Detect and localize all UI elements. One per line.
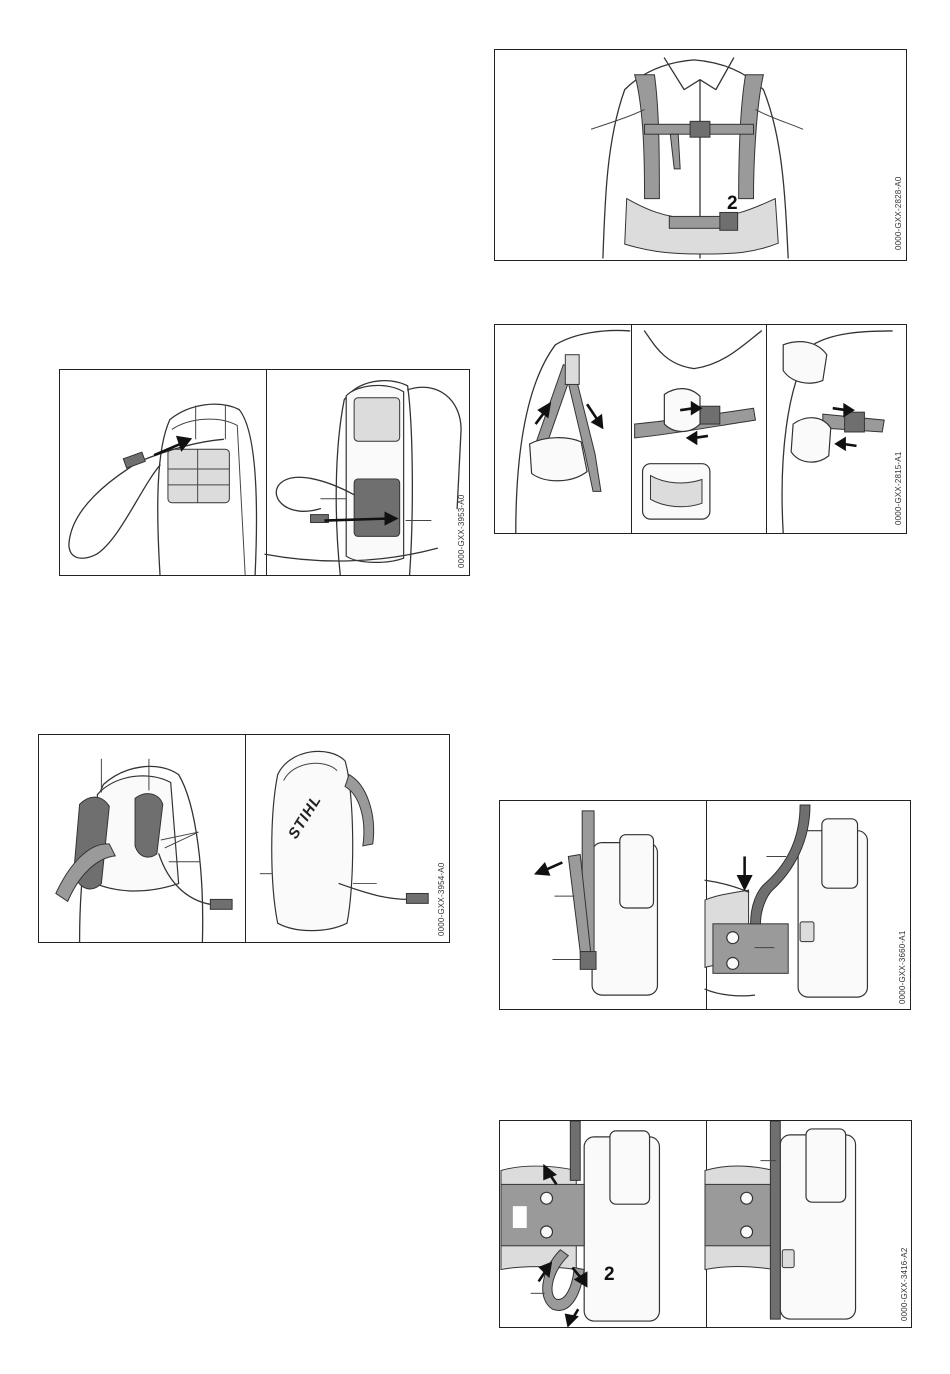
figure-strap-adjust: 0000-GXX-2815-A1 bbox=[494, 324, 907, 534]
callout-number: 2 bbox=[727, 193, 738, 215]
figure-belt-loop: 2 0000-GXX-3416-A2 bbox=[499, 1120, 912, 1328]
figure-code: 0000-GXX-3954-A0 bbox=[437, 863, 446, 936]
belt-attach-illustration bbox=[500, 801, 910, 1009]
figure-code: 0000-GXX-3660-A1 bbox=[898, 931, 907, 1004]
figure-code: 0000-GXX-2828-A0 bbox=[894, 177, 903, 250]
battery-cable-illustration bbox=[60, 370, 469, 575]
backpack-cable-illustration bbox=[39, 735, 449, 942]
strap-adjust-illustration bbox=[495, 325, 906, 533]
figure-code: 0000-GXX-2815-A1 bbox=[894, 452, 903, 525]
figure-code: 0000-GXX-3953-A0 bbox=[457, 495, 466, 568]
belt-loop-illustration bbox=[500, 1121, 911, 1327]
figure-backpack-cable: STIHL 0000-GXX-3954-A0 bbox=[38, 734, 450, 943]
callout-number: 2 bbox=[604, 1264, 615, 1286]
harness-front-illustration bbox=[495, 50, 906, 260]
figure-code: 0000-GXX-3416-A2 bbox=[900, 1248, 909, 1321]
figure-harness-front: 2 0000-GXX-2828-A0 bbox=[494, 49, 907, 261]
figure-battery-cable: 0000-GXX-3953-A0 bbox=[59, 369, 470, 576]
figure-belt-attach: 0000-GXX-3660-A1 bbox=[499, 800, 911, 1010]
